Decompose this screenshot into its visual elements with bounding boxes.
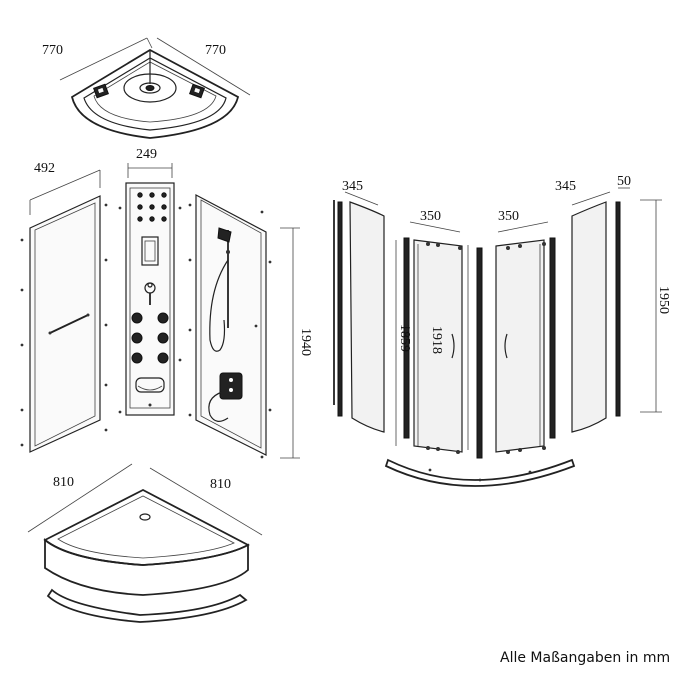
roof-drawing: [59, 37, 251, 139]
glass-enclosure: [333, 187, 662, 487]
side-panel-width-dimension: 492: [34, 161, 55, 176]
door-right-dimension: 350: [498, 209, 519, 224]
fixed-panel-right-dimension: 345: [555, 179, 576, 194]
door-left-dimension: 350: [420, 209, 441, 224]
tray-left-dimension: 810: [53, 475, 74, 490]
roof-right-dimension: 770: [205, 43, 226, 58]
fixed-panel-left-dimension: 345: [342, 179, 363, 194]
right-side-panel: [188, 194, 300, 459]
tray-right-dimension: 810: [210, 477, 231, 492]
shower-tray: [27, 463, 263, 623]
roof-left-dimension: 770: [42, 43, 63, 58]
left-side-panel: [20, 169, 108, 453]
door-opening-height-dimension: 1918: [429, 326, 444, 354]
control-column: [118, 163, 182, 416]
profile-width-dimension: 50: [617, 174, 631, 189]
panel-height-dimension: 1940: [298, 328, 313, 356]
units-note: Alle Maßangaben in mm: [500, 650, 671, 666]
column-width-dimension: 249: [136, 147, 157, 162]
enclosure-height-dimension: 1950: [656, 286, 671, 314]
door-height-dimension: 1859: [397, 324, 412, 352]
